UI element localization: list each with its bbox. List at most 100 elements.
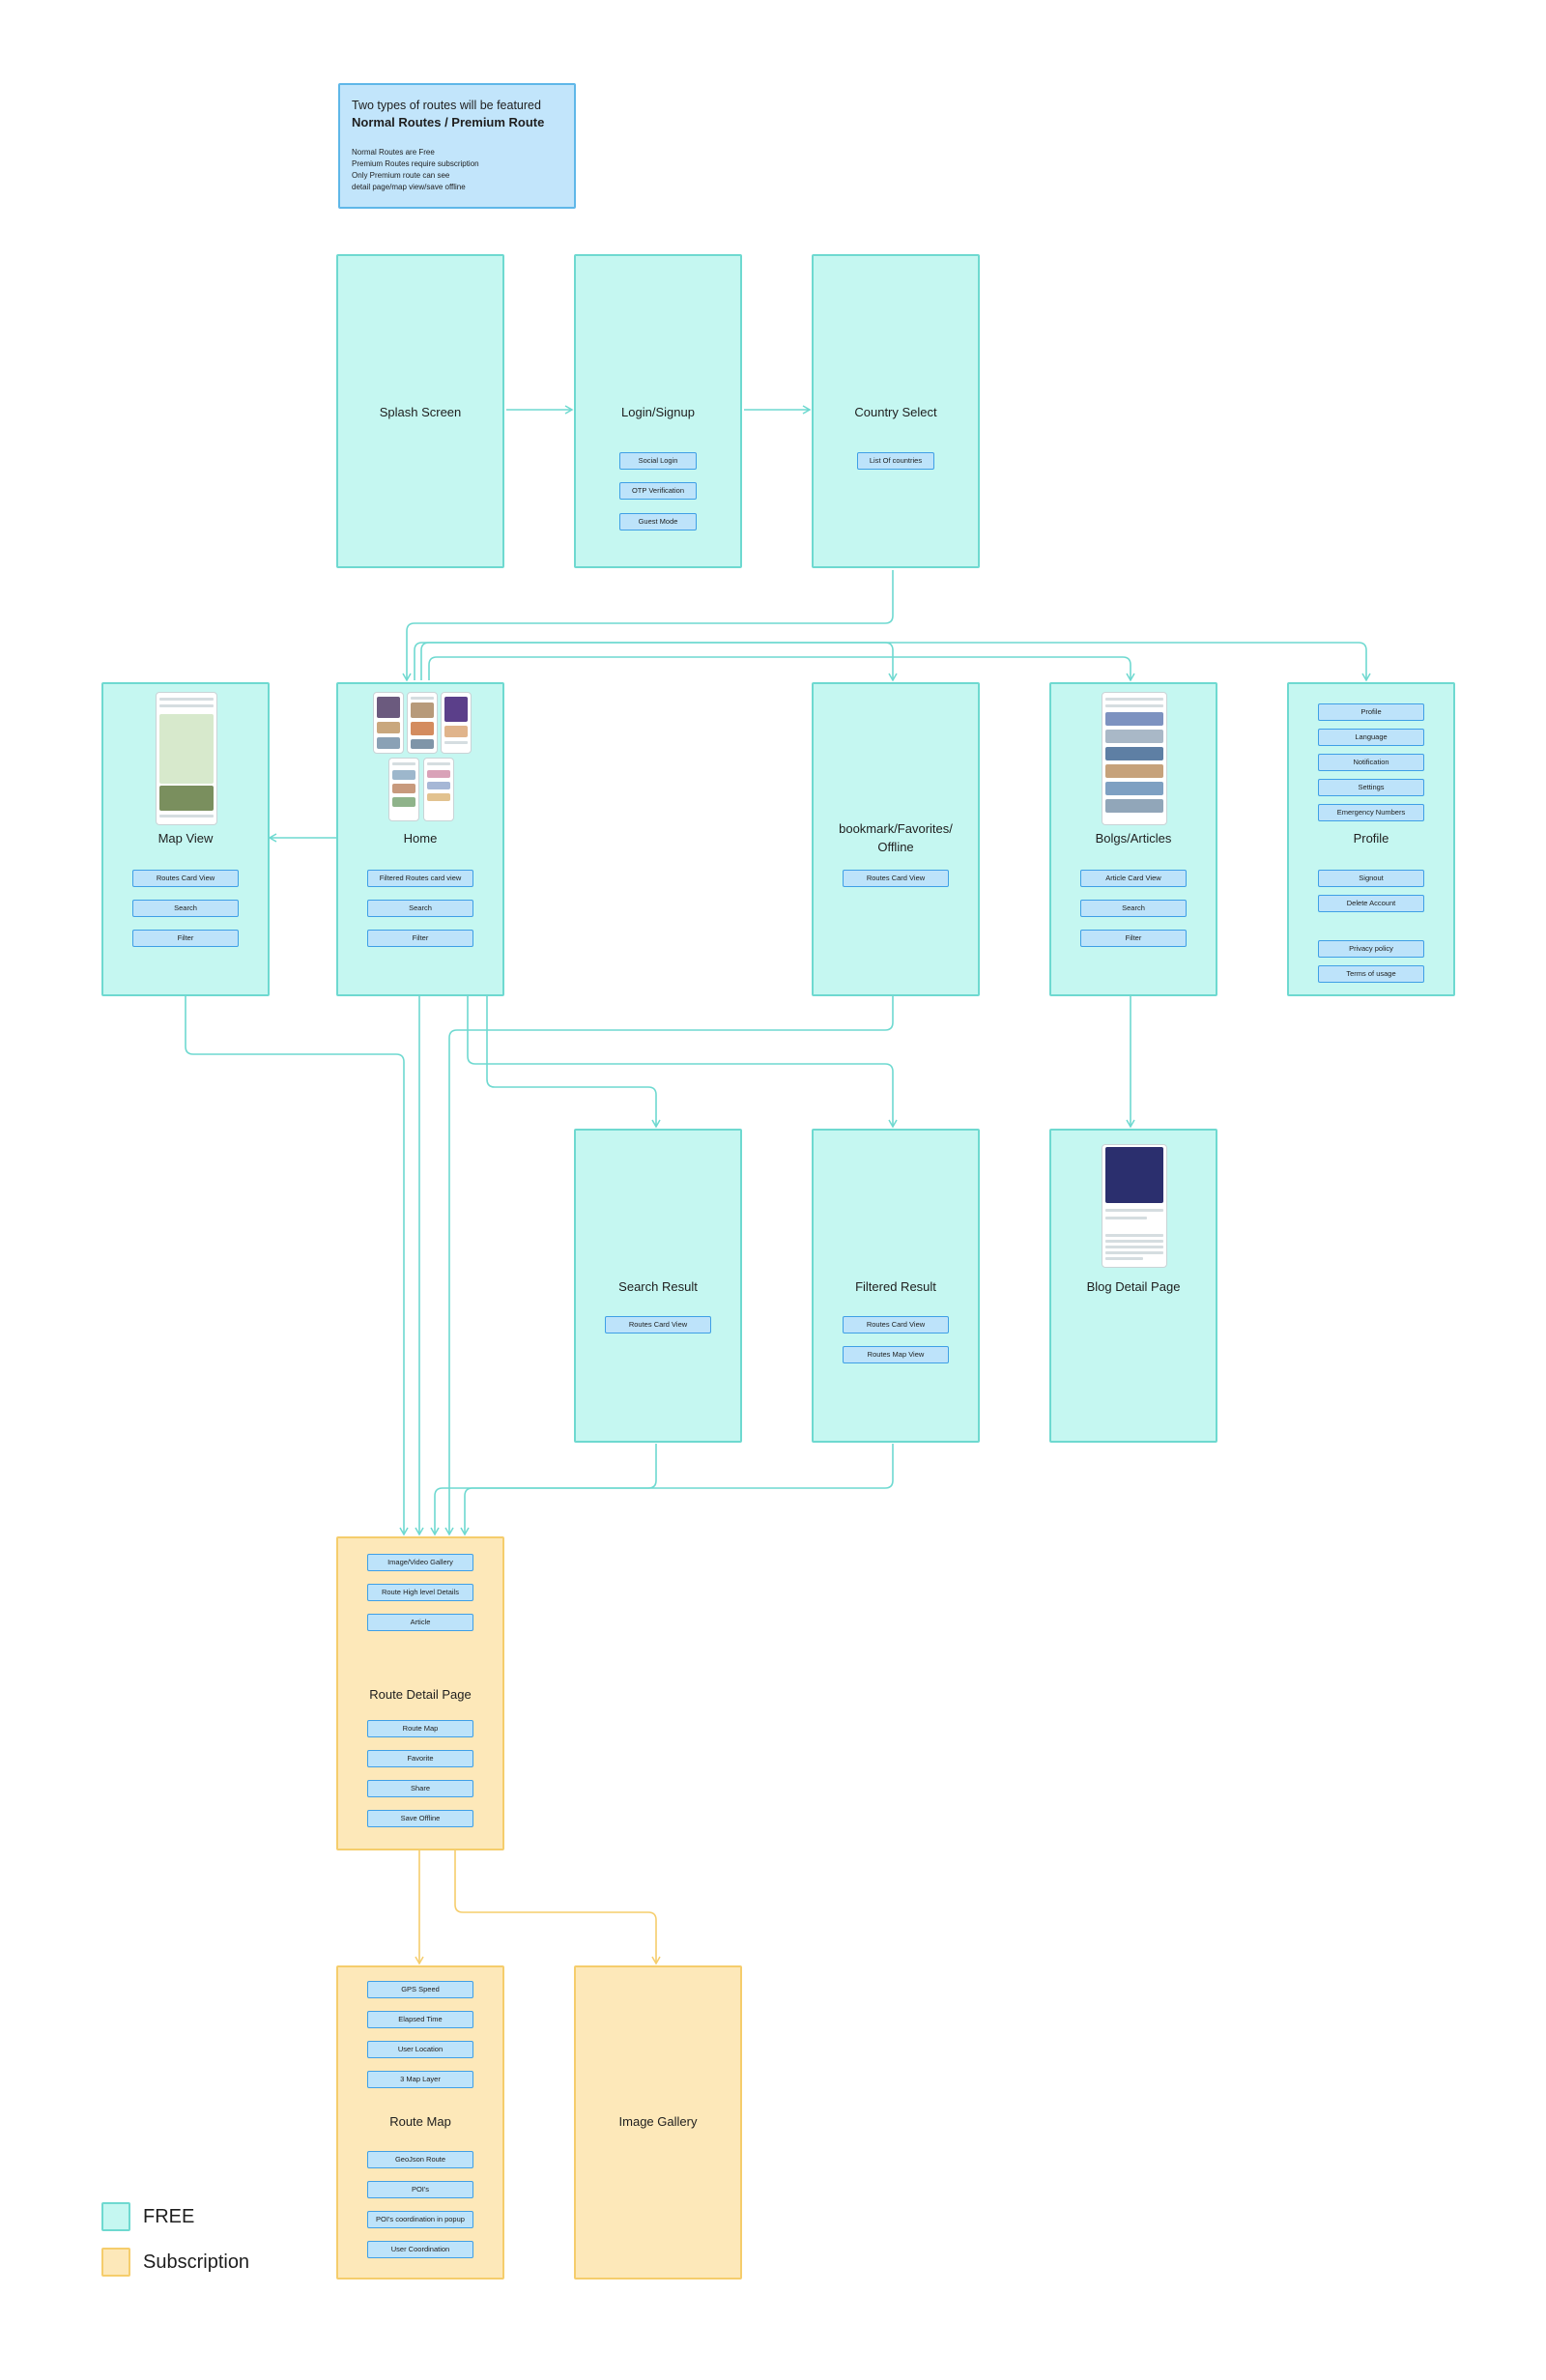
legend-free-swatch <box>101 2202 130 2231</box>
chip-routes-map-view[interactable]: Routes Map View <box>843 1346 949 1363</box>
node-title: Splash Screen <box>379 405 462 419</box>
note-line-2: Normal Routes / Premium Route <box>352 115 545 129</box>
chip-notification[interactable]: Notification <box>1318 754 1424 771</box>
map-view-thumbnail <box>156 692 217 825</box>
node-title: Map View <box>157 831 214 846</box>
connector-search-detail <box>430 1444 657 1536</box>
bookmark-node[interactable]: bookmark/Favorites/ Offline Routes Card … <box>812 682 980 996</box>
chip-filter[interactable]: Filter <box>1080 930 1187 947</box>
node-title: Image Gallery <box>618 2114 698 2129</box>
note-detail: Normal Routes are Free <box>352 148 435 157</box>
route-detail-node[interactable]: Image/Video Gallery Route High level Det… <box>336 1536 504 1850</box>
chip-gps-speed[interactable]: GPS Speed <box>367 1981 473 1998</box>
chip-settings[interactable]: Settings <box>1318 779 1424 796</box>
home-thumbnail <box>423 758 454 821</box>
chip-filter[interactable]: Filter <box>132 930 239 947</box>
home-thumbnail <box>407 692 438 754</box>
chip-elapsed-time[interactable]: Elapsed Time <box>367 2011 473 2028</box>
blogs-thumbnail <box>1102 692 1167 825</box>
note-detail: Only Premium route can see <box>352 171 450 180</box>
home-thumbnail <box>373 692 404 754</box>
connector-mapview-detail <box>185 995 409 1536</box>
chip-pois-coordination-popup[interactable]: POI's coordination in popup <box>367 2211 473 2228</box>
connector-detail-gallery <box>454 1850 661 1965</box>
node-title: Search Result <box>618 1279 698 1294</box>
chip-route-map[interactable]: Route Map <box>367 1720 473 1737</box>
node-title: Login/Signup <box>621 405 695 419</box>
node-title: Route Map <box>389 2114 451 2129</box>
chip-signout[interactable]: Signout <box>1318 870 1424 887</box>
chip-article-card-view[interactable]: Article Card View <box>1080 870 1187 887</box>
node-title: Offline <box>877 840 914 854</box>
chip-user-location[interactable]: User Location <box>367 2041 473 2058</box>
note-detail: Premium Routes require subscription <box>352 159 479 168</box>
note-detail: detail page/map view/save offline <box>352 183 466 191</box>
connector-home-bookmark <box>420 642 898 682</box>
node-title: Filtered Result <box>855 1279 936 1294</box>
connector-filtered-detail <box>460 1444 894 1536</box>
chip-list-of-countries[interactable]: List Of countries <box>857 452 934 470</box>
home-node[interactable]: Home Filtered Routes card view Search Fi… <box>336 682 504 996</box>
node-title: Bolgs/Articles <box>1095 831 1172 846</box>
chip-3-map-layer[interactable]: 3 Map Layer <box>367 2071 473 2088</box>
connector-home-search <box>486 995 661 1129</box>
legend-subscription-swatch <box>101 2248 130 2277</box>
login-signup-node[interactable]: Login/Signup Social Login OTP Verificati… <box>574 254 742 568</box>
node-title: Route Detail Page <box>369 1687 472 1702</box>
connector-home-profile <box>414 642 1371 682</box>
connector-country-home <box>402 570 894 682</box>
connector-home-blogs <box>428 656 1135 682</box>
blog-detail-node[interactable]: Blog Detail Page <box>1049 1129 1217 1443</box>
node-title: Home <box>403 831 438 846</box>
routes-note: Two types of routes will be featured Nor… <box>338 83 576 209</box>
node-title: Profile <box>1353 831 1389 846</box>
chip-image-video-gallery[interactable]: Image/Video Gallery <box>367 1554 473 1571</box>
blog-detail-thumbnail <box>1102 1144 1167 1268</box>
legend-subscription-label: Subscription <box>143 2251 250 2273</box>
image-gallery-node[interactable]: Image Gallery <box>574 1965 742 2280</box>
connector-home-filtered <box>467 995 898 1129</box>
chip-pois[interactable]: POI's <box>367 2181 473 2198</box>
chip-delete-account[interactable]: Delete Account <box>1318 895 1424 912</box>
chip-article[interactable]: Article <box>367 1614 473 1631</box>
filtered-result-node[interactable]: Filtered Result Routes Card View Routes … <box>812 1129 980 1443</box>
chip-routes-card-view[interactable]: Routes Card View <box>605 1316 711 1333</box>
chip-profile[interactable]: Profile <box>1318 703 1424 721</box>
chip-route-high-level-details[interactable]: Route High level Details <box>367 1584 473 1601</box>
node-title: Blog Detail Page <box>1086 1279 1181 1294</box>
chip-filtered-routes-card-view[interactable]: Filtered Routes card view <box>367 870 473 887</box>
home-thumbnail <box>388 758 419 821</box>
chip-emergency-numbers[interactable]: Emergency Numbers <box>1318 804 1424 821</box>
chip-search[interactable]: Search <box>1080 900 1187 917</box>
chip-geojson-route[interactable]: GeoJson Route <box>367 2151 473 2168</box>
chip-language[interactable]: Language <box>1318 729 1424 746</box>
chip-share[interactable]: Share <box>367 1780 473 1797</box>
chip-save-offline[interactable]: Save Offline <box>367 1810 473 1827</box>
chip-routes-card-view[interactable]: Routes Card View <box>843 870 949 887</box>
chip-user-coordination[interactable]: User Coordination <box>367 2241 473 2258</box>
chip-favorite[interactable]: Favorite <box>367 1750 473 1767</box>
chip-otp-verification[interactable]: OTP Verification <box>619 482 697 500</box>
legend-free-label: FREE <box>143 2206 195 2227</box>
profile-node[interactable]: Profile Language Notification Settings E… <box>1287 682 1455 996</box>
chip-search[interactable]: Search <box>132 900 239 917</box>
blogs-articles-node[interactable]: Bolgs/Articles Article Card View Search … <box>1049 682 1217 996</box>
chip-search[interactable]: Search <box>367 900 473 917</box>
chip-terms-of-usage[interactable]: Terms of usage <box>1318 965 1424 983</box>
chip-routes-card-view[interactable]: Routes Card View <box>132 870 239 887</box>
chip-routes-card-view[interactable]: Routes Card View <box>843 1316 949 1333</box>
route-map-node[interactable]: GPS Speed Elapsed Time User Location 3 M… <box>336 1965 504 2280</box>
node-title: bookmark/Favorites/ <box>839 821 953 836</box>
chip-social-login[interactable]: Social Login <box>619 452 697 470</box>
country-select-node[interactable]: Country Select List Of countries <box>812 254 980 568</box>
search-result-node[interactable]: Search Result Routes Card View <box>574 1129 742 1443</box>
splash-screen-node[interactable]: Splash Screen <box>336 254 504 568</box>
note-line-1: Two types of routes will be featured <box>352 99 541 112</box>
map-view-node[interactable]: Map View Routes Card View Search Filter <box>101 682 270 996</box>
chip-guest-mode[interactable]: Guest Mode <box>619 513 697 530</box>
node-title: Country Select <box>854 405 937 419</box>
home-thumbnail <box>441 692 472 754</box>
chip-privacy-policy[interactable]: Privacy policy <box>1318 940 1424 958</box>
chip-filter[interactable]: Filter <box>367 930 473 947</box>
